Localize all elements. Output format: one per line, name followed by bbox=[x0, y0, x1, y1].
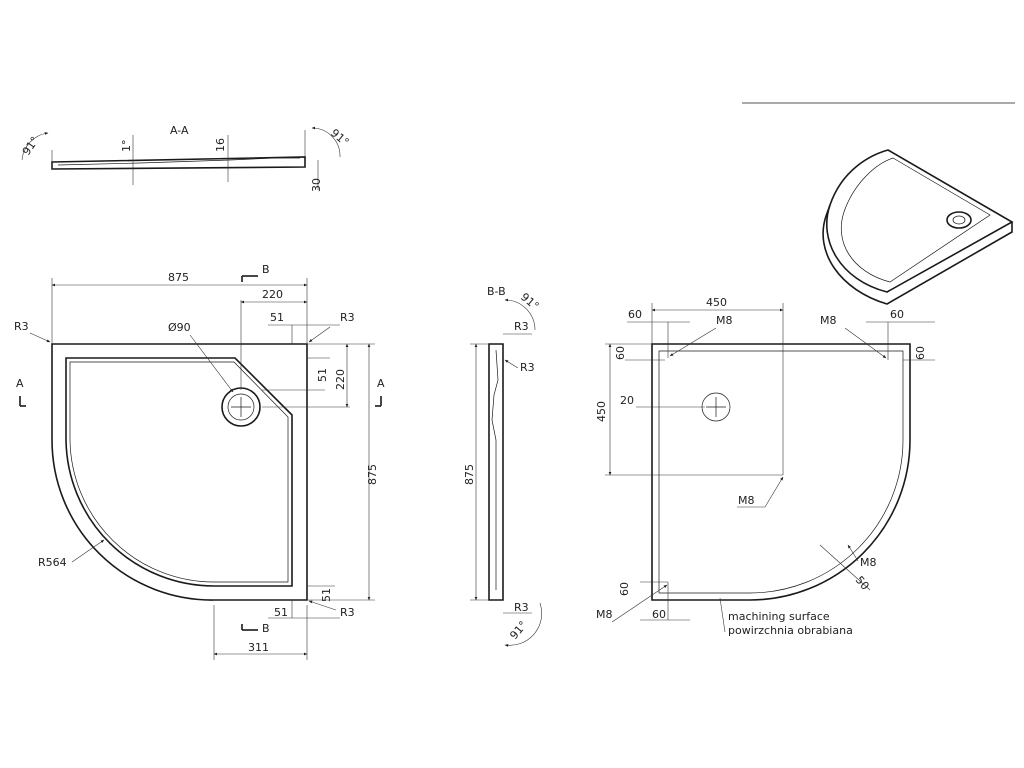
bottom-drain-offset: 20 bbox=[620, 394, 634, 407]
bottom-view: 450 450 60 M8 60 20 60 M8 60 M8 M8 50 60… bbox=[595, 296, 935, 637]
iso-drain-icon bbox=[946, 211, 972, 229]
plan-view: 875 220 51 R3 R3 875 220 51 Ø90 R564 51 … bbox=[14, 263, 385, 660]
plan-corner-top-51: 51 bbox=[270, 311, 284, 324]
plan-drain-diameter: Ø90 bbox=[168, 321, 191, 334]
plan-radius-arc: R564 bbox=[38, 556, 67, 569]
tray-outline bbox=[51, 343, 308, 601]
bottom-surface-en: machining surface bbox=[728, 610, 830, 623]
plan-arc-tangent: 311 bbox=[248, 641, 269, 654]
bottom-thread-arc: M8 bbox=[860, 556, 877, 569]
iso-tray-side bbox=[822, 204, 1013, 305]
section-aa-inner-line bbox=[57, 157, 300, 166]
section-bb-angle: 91° bbox=[518, 290, 541, 312]
drain-inner-icon bbox=[227, 393, 255, 421]
plan-r3-top-right: R3 bbox=[340, 311, 355, 324]
section-bb-height: 875 bbox=[463, 464, 476, 485]
plan-drain-offset-y: 220 bbox=[334, 369, 347, 390]
plan-section-a-left: A bbox=[16, 377, 24, 390]
section-bb-title: B-B bbox=[487, 285, 506, 298]
section-aa-angle-right: 91° bbox=[328, 126, 351, 148]
bottom-thread-center: M8 bbox=[738, 494, 755, 507]
section-aa-slope: 1° bbox=[120, 140, 133, 153]
bottom-thread-tl: M8 bbox=[716, 314, 733, 327]
section-bb-angle-bottom: 91° bbox=[507, 619, 529, 642]
iso-tray-basin bbox=[840, 157, 991, 283]
bottom-edge-top-right: 60 bbox=[890, 308, 904, 321]
plan-section-b-top: B bbox=[262, 263, 270, 276]
bottom-height-450: 450 bbox=[595, 401, 608, 422]
bottom-surface-pl: powirzchnia obrabiana bbox=[728, 624, 853, 637]
plan-section-a-right: A bbox=[377, 377, 385, 390]
section-aa-profile bbox=[51, 156, 306, 170]
bottom-edge-left-top: 60 bbox=[614, 346, 627, 360]
section-bb-r-mid: R3 bbox=[520, 361, 535, 374]
tray-inner-basin bbox=[65, 357, 293, 587]
plan-r3-top-left: R3 bbox=[14, 320, 29, 333]
bottom-arc-edge: 50 bbox=[853, 574, 872, 593]
section-bb-view: 875 B-B 91° R3 R3 R3 91° bbox=[463, 285, 542, 647]
plan-section-b-bottom: B bbox=[262, 622, 270, 635]
section-aa-depth: 16 bbox=[214, 138, 227, 152]
section-aa-view: A-A 91° 91° 1° 16 30 bbox=[20, 102, 1015, 192]
tray-basin-edge bbox=[69, 361, 289, 583]
bottom-edge-right-top: 60 bbox=[914, 346, 927, 360]
iso-tray-top bbox=[825, 149, 1014, 293]
plan-corner-bottom-v: 51 bbox=[320, 588, 333, 602]
section-bb-r-bottom: R3 bbox=[514, 601, 529, 614]
bottom-edge-bottom-left: 60 bbox=[652, 608, 666, 621]
isometric-view bbox=[822, 149, 1014, 305]
bottom-thread-bl: M8 bbox=[596, 608, 613, 621]
bottom-edge-top-left: 60 bbox=[628, 308, 642, 321]
plan-width-875: 875 bbox=[168, 271, 189, 284]
bottom-thread-tr: M8 bbox=[820, 314, 837, 327]
bottom-edge-left-bottom: 60 bbox=[618, 582, 631, 596]
section-aa-height: 30 bbox=[310, 178, 323, 192]
section-bb-r-top: R3 bbox=[514, 320, 529, 333]
section-bb-outline bbox=[488, 343, 504, 601]
plan-r3-bottom-right: R3 bbox=[340, 606, 355, 619]
plan-height-875: 875 bbox=[366, 464, 379, 485]
bottom-view-outline bbox=[651, 343, 911, 601]
bottom-view-inner-line bbox=[658, 350, 904, 594]
bottom-width-450: 450 bbox=[706, 296, 727, 309]
section-bb-inner-line bbox=[491, 349, 499, 590]
plan-corner-bottom-h: 51 bbox=[274, 606, 288, 619]
section-aa-title: A-A bbox=[170, 124, 189, 137]
plan-corner-right-51: 51 bbox=[316, 368, 329, 382]
plan-drain-offset-x: 220 bbox=[262, 288, 283, 301]
